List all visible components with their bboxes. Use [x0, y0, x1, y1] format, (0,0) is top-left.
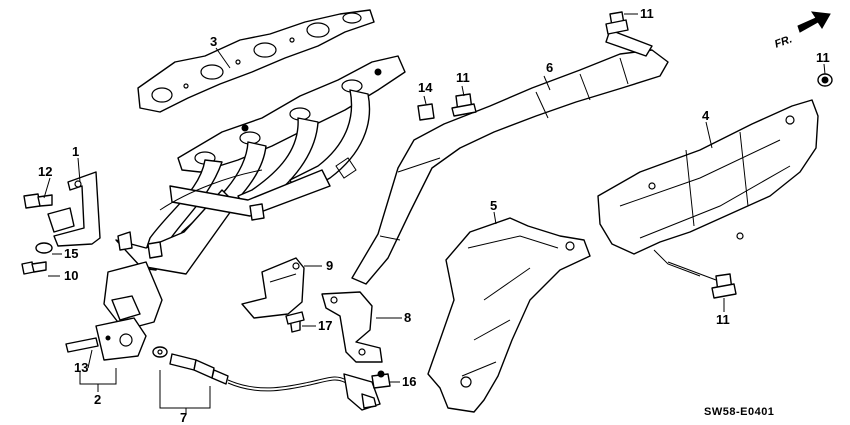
bolt-11-right — [817, 73, 833, 87]
callout-12: 12 — [38, 164, 52, 179]
callout-10: 10 — [64, 268, 78, 283]
callout-3: 3 — [210, 34, 217, 49]
heat-shield-part-5 — [427, 217, 591, 413]
washer-15 — [35, 242, 53, 254]
stud-13 — [65, 337, 99, 353]
callout-11-right: 11 — [816, 50, 830, 65]
callout-1: 1 — [72, 144, 79, 159]
bolt-10 — [21, 261, 47, 275]
heat-shield-part-6 — [351, 29, 669, 285]
callout-13: 13 — [74, 360, 88, 375]
bolt-17 — [285, 311, 305, 333]
callout-11-mid: 11 — [456, 70, 470, 85]
callout-9: 9 — [326, 258, 333, 273]
callouts: 3 1 12 15 10 13 2 7 14 11 6 11 11 4 5 11… — [38, 6, 830, 425]
callout-5: 5 — [490, 198, 497, 213]
callout-11-top: 11 — [640, 6, 654, 21]
callout-7: 7 — [180, 410, 187, 425]
bracket-part-8 — [321, 291, 383, 363]
callout-4: 4 — [702, 108, 710, 123]
bracket-part-1 — [47, 171, 101, 247]
nut-14 — [417, 103, 435, 121]
callout-17: 17 — [318, 318, 332, 333]
leader-lines — [43, 13, 826, 414]
callout-2: 2 — [94, 392, 101, 407]
bolt-11-mid — [451, 93, 477, 117]
exhaust-manifold — [95, 55, 406, 361]
direction-marker: FR. — [773, 11, 831, 51]
callout-14: 14 — [418, 80, 433, 95]
bolt-11-bottom — [711, 273, 737, 299]
manifold-gasket — [137, 9, 375, 113]
diagram-code: SW58-E0401 — [704, 406, 774, 418]
heat-shield-part-4 — [597, 99, 819, 277]
heat-shield-part-9 — [241, 257, 305, 319]
callout-11-bottom: 11 — [716, 312, 730, 327]
callout-15: 15 — [64, 246, 78, 261]
callout-8: 8 — [404, 310, 411, 325]
nut-16 — [371, 370, 391, 389]
bolt-11-top — [605, 11, 629, 35]
callout-6: 6 — [546, 60, 553, 75]
callout-16: 16 — [402, 374, 416, 389]
bolt-12 — [23, 193, 53, 209]
front-arrow-icon — [797, 11, 831, 33]
oxygen-sensor-part-7 — [152, 346, 381, 411]
direction-label: FR. — [773, 33, 794, 50]
